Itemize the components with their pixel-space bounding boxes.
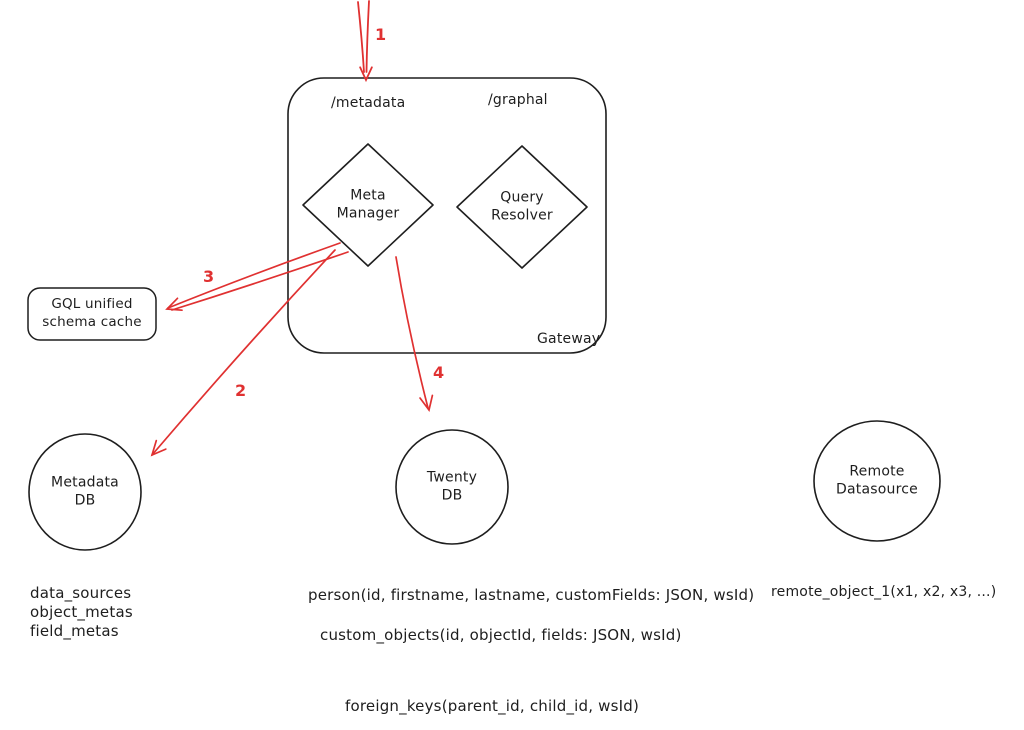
metadata-db-circle	[28, 433, 142, 551]
metadata-db-tables: data_sources object_metas field_metas	[30, 584, 133, 641]
arrow-1-label: 1	[375, 25, 387, 44]
twenty-db-custom-objects-table: custom_objects(id, objectId, fields: JSO…	[320, 626, 682, 644]
arrow-1	[357, 0, 373, 83]
query-resolver-diamond	[456, 145, 588, 269]
twenty-db-person-table: person(id, firstname, lastname, customFi…	[308, 586, 755, 604]
schema-cache-label: GQL unified schema cache	[42, 296, 142, 330]
meta-manager-diamond	[302, 143, 434, 267]
metadata-db-label: Metadata DB	[51, 474, 119, 509]
remote-datasource-label: Remote Datasource	[836, 463, 918, 498]
arrow-4	[395, 256, 434, 412]
foreign-keys-table: foreign_keys(parent_id, child_id, wsId)	[345, 697, 640, 715]
query-resolver-label: Query Resolver	[491, 189, 553, 224]
arrow-3-label: 3	[203, 267, 215, 286]
remote-object-table: remote_object_1(x1, x2, x3, ...)	[771, 584, 997, 600]
arrow-3	[165, 242, 349, 312]
endpoint-metadata-label: /metadata	[331, 95, 406, 111]
gateway-box	[287, 77, 607, 354]
arrow-2	[150, 249, 336, 457]
arrow-4-label: 4	[433, 363, 445, 382]
endpoint-graphql-label: /graphal	[488, 92, 548, 108]
meta-manager-label: Meta Manager	[336, 187, 400, 222]
arrow-2-label: 2	[235, 381, 247, 400]
twenty-db-circle	[395, 429, 509, 545]
twenty-db-label: Twenty DB	[426, 469, 478, 504]
schema-cache-box	[27, 287, 157, 341]
remote-datasource-circle	[813, 420, 941, 542]
gateway-label: Gateway	[537, 331, 601, 347]
